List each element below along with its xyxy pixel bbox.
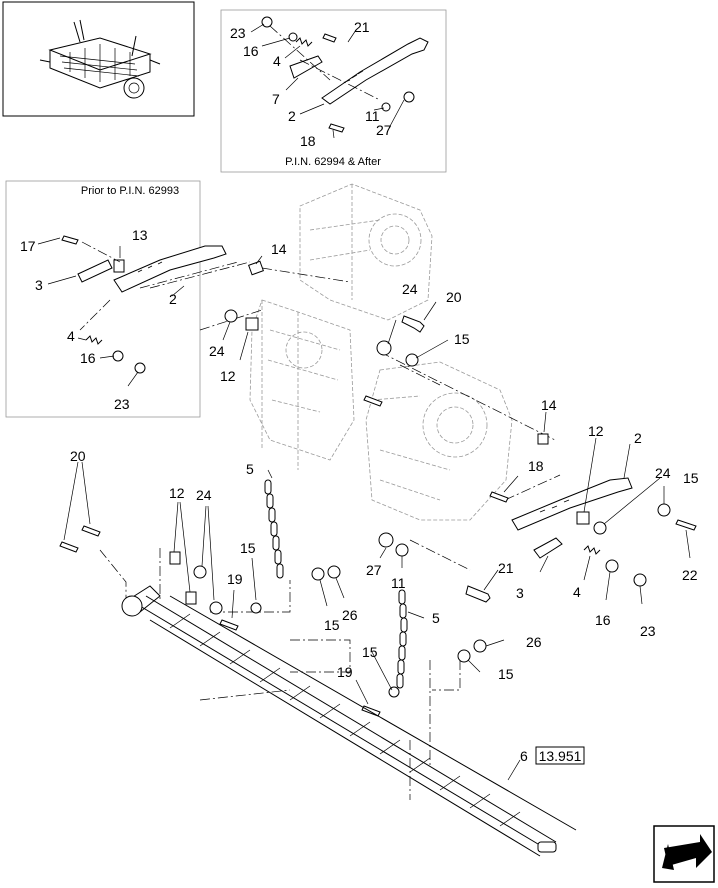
callout-15: 15 bbox=[498, 666, 514, 682]
callout-19: 19 bbox=[337, 664, 353, 680]
callout-15: 15 bbox=[324, 617, 340, 633]
main-frames bbox=[99, 183, 561, 800]
callout-15: 15 bbox=[454, 331, 470, 347]
callout-27: 27 bbox=[366, 562, 382, 578]
callout-23: 23 bbox=[640, 623, 656, 639]
callout-17: 17 bbox=[20, 238, 36, 254]
callout-2: 2 bbox=[634, 430, 642, 446]
callout-24: 24 bbox=[209, 343, 225, 359]
callout-6: 6 bbox=[520, 748, 528, 764]
callout-24: 24 bbox=[196, 487, 212, 503]
callout-11: 11 bbox=[365, 108, 380, 124]
callout-14: 14 bbox=[541, 397, 557, 413]
callout-12: 12 bbox=[220, 368, 236, 384]
callout-5: 5 bbox=[432, 610, 440, 626]
callout-26: 26 bbox=[526, 634, 542, 650]
shaft-assembly-6 bbox=[121, 585, 577, 857]
callout-20: 20 bbox=[446, 289, 462, 305]
callout-19: 19 bbox=[227, 571, 243, 587]
inset-after-62994: P.I.N. 62994 & After 23 21 16 4 7 2 11 2… bbox=[220, 9, 447, 173]
callout-26: 26 bbox=[342, 607, 358, 623]
callout-22: 22 bbox=[682, 567, 698, 583]
callout-16: 16 bbox=[595, 612, 611, 628]
inset-after-caption: P.I.N. 62994 & After bbox=[285, 156, 381, 168]
callout-2: 2 bbox=[169, 291, 177, 307]
callout-3: 3 bbox=[516, 585, 524, 601]
callout-15: 15 bbox=[362, 644, 378, 660]
callout-4: 4 bbox=[573, 584, 581, 600]
callout-5: 5 bbox=[246, 461, 254, 477]
callout-12: 12 bbox=[588, 423, 604, 439]
callout-13: 13 bbox=[132, 227, 148, 243]
callout-4: 4 bbox=[273, 53, 281, 69]
callout-3: 3 bbox=[35, 277, 43, 293]
inset-prior-caption: Prior to P.I.N. 62993 bbox=[81, 185, 179, 197]
callout-15: 15 bbox=[240, 540, 256, 556]
callout-18: 18 bbox=[528, 458, 544, 474]
overview-thumbnail bbox=[2, 1, 195, 117]
main-leaders bbox=[63, 255, 691, 781]
next-page-arrow-icon[interactable] bbox=[653, 825, 715, 883]
inset-prior-62993: Prior to P.I.N. 62993 17 13 3 2 4 16 23 bbox=[5, 180, 239, 418]
callout-23: 23 bbox=[230, 25, 246, 41]
callout-21: 21 bbox=[498, 560, 514, 576]
callout-21: 21 bbox=[354, 19, 370, 35]
callout-24: 24 bbox=[402, 281, 418, 297]
chain-right bbox=[396, 589, 408, 689]
reference-box-13951[interactable]: 13.951 bbox=[535, 746, 585, 765]
callout-7: 7 bbox=[272, 91, 280, 107]
callout-24: 24 bbox=[655, 465, 671, 481]
callout-20: 20 bbox=[70, 448, 86, 464]
callout-15: 15 bbox=[683, 470, 699, 486]
callout-2: 2 bbox=[288, 108, 296, 124]
callout-4: 4 bbox=[67, 328, 75, 344]
callout-23: 23 bbox=[114, 396, 130, 412]
svg-text:13.951: 13.951 bbox=[539, 748, 582, 764]
callout-12: 12 bbox=[169, 485, 185, 501]
callout-18: 18 bbox=[300, 133, 316, 149]
callout-11: 11 bbox=[391, 575, 406, 591]
main-callouts: 14 24 20 24 12 15 14 12 2 18 24 15 22 27… bbox=[70, 241, 699, 764]
chain-left bbox=[264, 479, 284, 579]
callout-16: 16 bbox=[243, 43, 259, 59]
callout-14: 14 bbox=[271, 241, 287, 257]
harvester-assembly-thumbnail bbox=[39, 19, 161, 99]
callout-16: 16 bbox=[80, 350, 96, 366]
callout-27: 27 bbox=[376, 122, 392, 138]
main-parts bbox=[59, 260, 697, 857]
